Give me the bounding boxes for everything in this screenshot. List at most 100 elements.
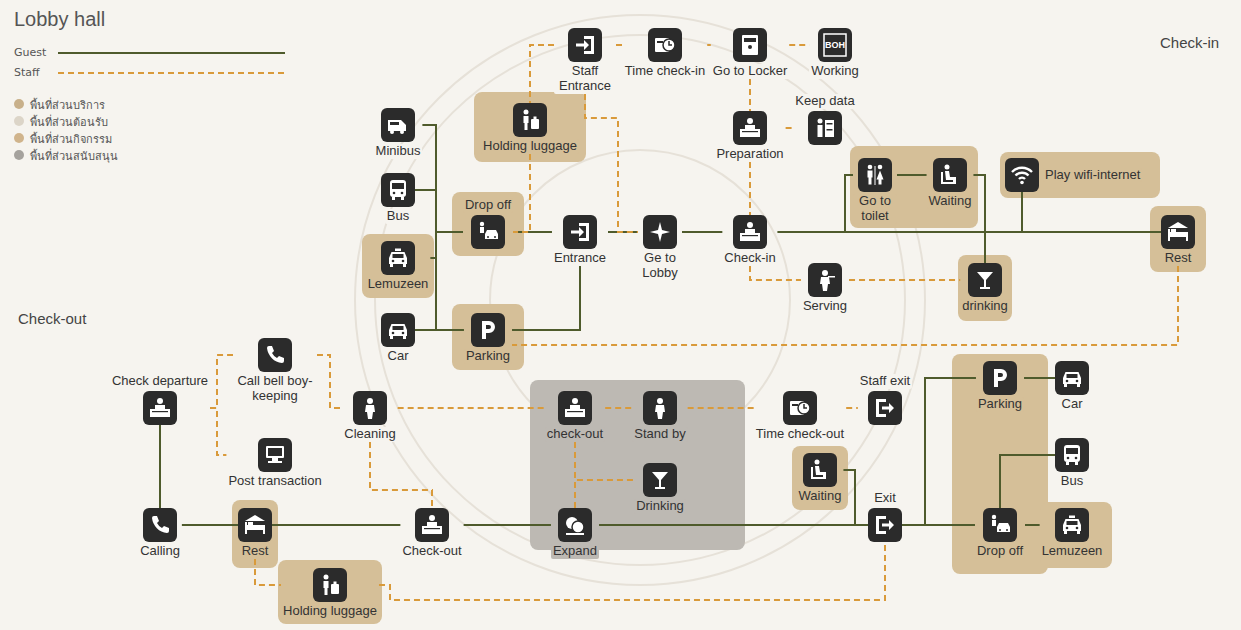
- node-label: Drinking: [634, 499, 686, 514]
- watermark-ring: [355, 15, 925, 585]
- icon-ground: [381, 108, 415, 142]
- guest-path: [512, 266, 580, 330]
- icon-node: Expand: [551, 508, 599, 559]
- icon-ground: [258, 438, 292, 472]
- glyph-part: [367, 398, 373, 404]
- icon-tile: [415, 508, 449, 542]
- icon-tile: [558, 391, 592, 425]
- glyph-part: [393, 254, 404, 258]
- icon-symbol: [783, 391, 817, 425]
- icon-ground: [381, 173, 415, 207]
- glyph-part: [1006, 529, 1008, 531]
- icon-tile: [143, 508, 177, 542]
- icon-ground: [563, 215, 597, 249]
- icon-ground: [143, 391, 177, 425]
- icon-tile: [471, 215, 505, 249]
- node-label: Staff Entrance: [554, 64, 616, 94]
- icon-node: Stand by: [632, 391, 687, 442]
- node-label: Bus: [1059, 474, 1085, 489]
- glyph-part: [657, 41, 663, 43]
- glyph-part: [403, 264, 406, 267]
- activity-area: [850, 146, 978, 228]
- glyph-part: [365, 405, 375, 419]
- icon-symbol: [868, 391, 902, 425]
- icon-tile: [381, 173, 415, 207]
- watermark-ring: [375, 35, 905, 565]
- icon-glyph: [324, 575, 340, 596]
- icon-ground: [143, 508, 177, 542]
- icon-node: Keep data: [793, 94, 856, 145]
- icon-symbol: [381, 173, 415, 207]
- icon-symbol: [558, 391, 592, 425]
- icon-ground: [381, 241, 415, 275]
- icon-glyph: [388, 120, 406, 134]
- icon-glyph: [480, 222, 498, 239]
- node-label: Staff exit: [858, 374, 912, 389]
- icon-symbol: [868, 508, 902, 542]
- staff-path: [210, 355, 233, 408]
- icon-ground: [415, 508, 449, 542]
- icon-glyph: [994, 369, 1007, 387]
- icon-glyph: [524, 110, 540, 131]
- icon-symbol: [733, 28, 767, 62]
- icon-tile: [968, 263, 1002, 297]
- glyph-part: [742, 131, 758, 132]
- icon-ground: [858, 158, 892, 192]
- icon-tile: [313, 568, 347, 602]
- icon-ground: [643, 215, 677, 249]
- icon-glyph: [482, 321, 495, 339]
- legend-line: [58, 72, 285, 74]
- glyph-part: [393, 326, 404, 330]
- icon-symbol: [733, 215, 767, 249]
- glyph-part: [804, 404, 807, 408]
- icon-symbol: [238, 508, 272, 542]
- icon-symbol: [1055, 438, 1089, 472]
- activity-area: [452, 304, 524, 370]
- staff-path: [789, 44, 809, 46]
- icon-tile: [238, 508, 272, 542]
- legend-text: Guest: [14, 46, 46, 59]
- glyph-part: [825, 120, 834, 137]
- glyph-part: [1063, 519, 1081, 531]
- icon-glyph: [820, 270, 835, 291]
- node-label: Lemuzeen: [1040, 544, 1105, 559]
- icon-node: Rest: [238, 508, 272, 559]
- glyph-part: [1077, 384, 1080, 387]
- glyph-part: [827, 123, 833, 125]
- glyph-part: [331, 584, 339, 594]
- icon-node: Parking: [976, 361, 1024, 412]
- icon-tile: [733, 215, 767, 249]
- icon-ground: [1055, 438, 1089, 472]
- node-label: Serving: [801, 299, 849, 314]
- icon-symbol: [803, 453, 837, 487]
- staff-path: [513, 154, 530, 232]
- glyph-part: [1066, 448, 1078, 454]
- guest-path: [1024, 377, 1055, 379]
- icon-ground: [818, 28, 852, 62]
- glyph-part: [482, 321, 495, 339]
- icon-tile: [783, 391, 817, 425]
- glyph-part: [429, 515, 435, 521]
- glyph-part: [868, 171, 873, 185]
- icon-glyph: [742, 35, 758, 55]
- icon-ground: [808, 111, 842, 145]
- icon-node: Drinking: [634, 463, 686, 514]
- glyph-part: [827, 129, 833, 131]
- icon-tile: [983, 361, 1017, 395]
- glyph-part: [997, 523, 1010, 532]
- icon-tile: [1005, 158, 1039, 192]
- icon-glyph: [1063, 516, 1081, 535]
- staff-path: [255, 559, 281, 585]
- glyph-part: [400, 130, 404, 134]
- glyph-part: [748, 45, 752, 49]
- icon-ground: [1055, 361, 1089, 395]
- icon-node: Waiting: [797, 453, 844, 504]
- glyph-part: [657, 398, 663, 404]
- legend-swatch: [14, 99, 24, 109]
- icon-node: Calling: [138, 508, 182, 559]
- glyph-part: [424, 528, 440, 529]
- icon-ground: [868, 391, 902, 425]
- icon-glyph: [811, 460, 826, 480]
- icon-tile: [1055, 438, 1089, 472]
